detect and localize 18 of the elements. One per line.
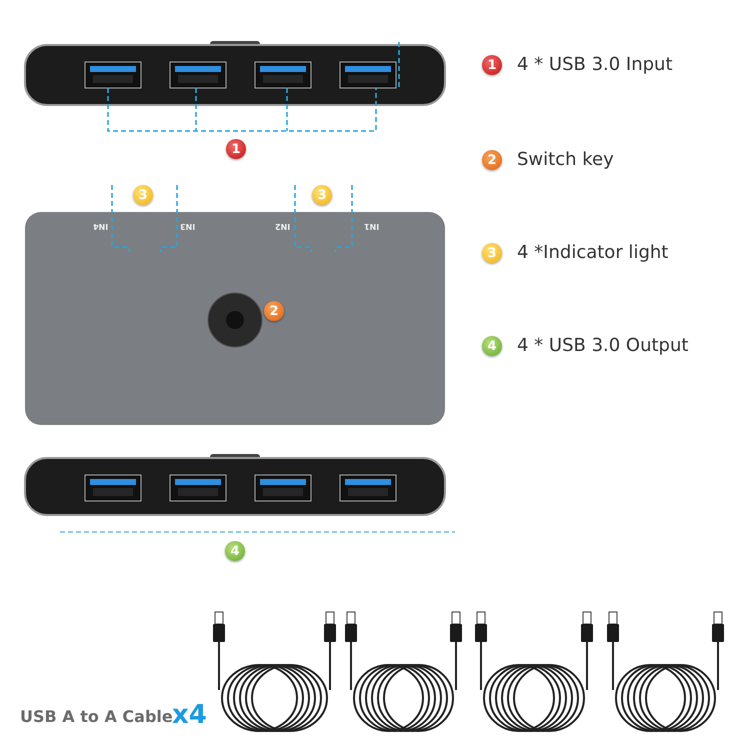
port-label: IN2 xyxy=(275,222,290,230)
port-label: IN4 xyxy=(93,222,108,230)
callout-number: 2 xyxy=(482,150,502,170)
quantity-label: x4 xyxy=(172,702,207,728)
feature-label: Switch key xyxy=(517,151,614,169)
feature-label: 4 * USB 3.0 Output xyxy=(517,337,688,355)
callout-number: 1 xyxy=(482,55,502,75)
callout-number: 3 xyxy=(133,185,153,205)
port-label: IN3 xyxy=(180,222,196,230)
callout-number: 4 xyxy=(482,336,502,356)
callout-number: 4 xyxy=(225,541,245,561)
cable-caption: USB A to A Cable xyxy=(20,709,173,725)
port-label: IN1 xyxy=(364,222,380,230)
callout-number: 1 xyxy=(226,139,246,159)
feature-label: 4 *Indicator light xyxy=(517,244,668,262)
callout-number: 3 xyxy=(482,243,502,263)
feature-label: 4 * USB 3.0 Input xyxy=(517,56,673,74)
callout-number: 3 xyxy=(312,185,332,205)
